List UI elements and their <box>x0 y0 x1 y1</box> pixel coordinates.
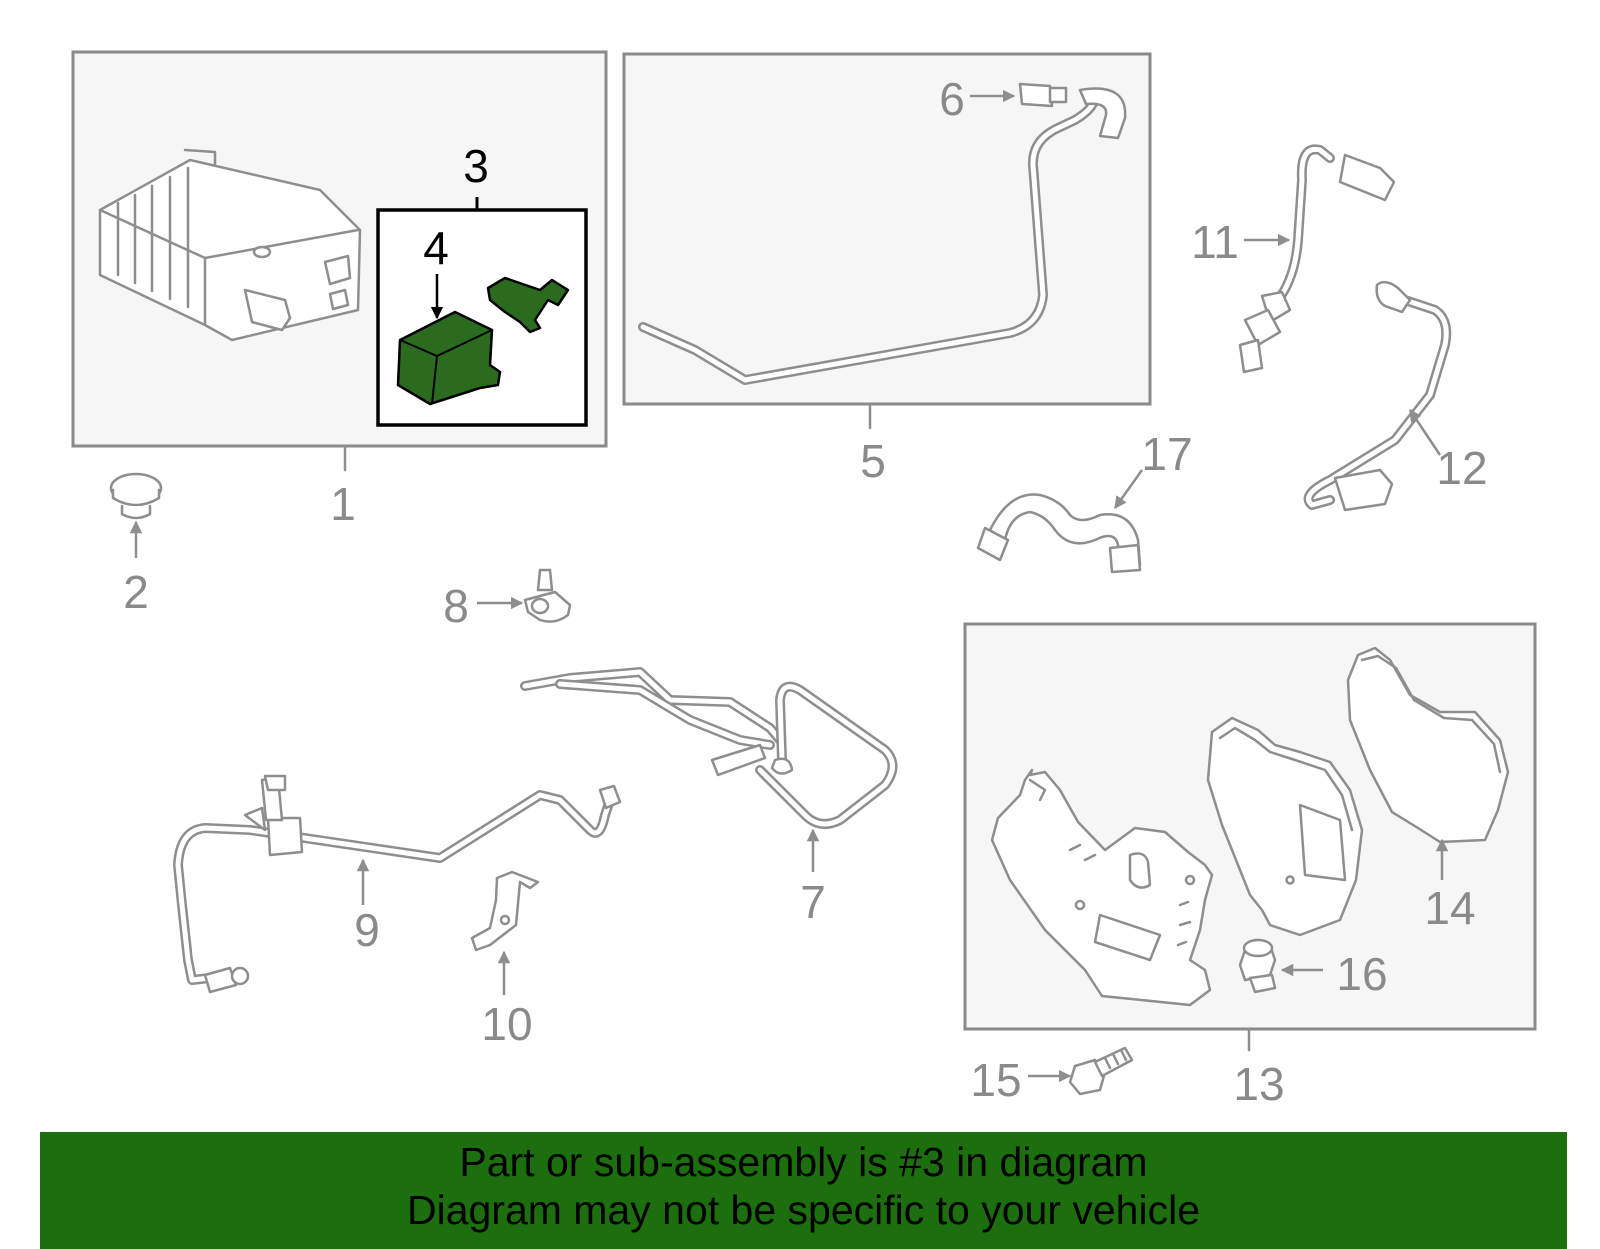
callout-10: 10 <box>481 998 532 1050</box>
tube-bracket-part-7[interactable] <box>520 667 898 829</box>
oxygen-sensor-part-11[interactable] <box>1238 144 1396 374</box>
tube-part-9[interactable] <box>173 774 622 994</box>
bolt-part-15[interactable] <box>1068 1046 1134 1096</box>
oxygen-sensor-part-12[interactable] <box>1303 280 1452 512</box>
callout-6: 6 <box>939 73 965 125</box>
valve-bracket-part[interactable] <box>486 276 570 334</box>
fitting-part-6[interactable] <box>1018 82 1068 108</box>
info-banner: Part or sub-assembly is #3 in diagram Di… <box>40 1132 1567 1249</box>
bracket-part-10[interactable] <box>470 870 540 952</box>
callout-15: 15 <box>970 1054 1021 1106</box>
grommet-part-2[interactable] <box>109 472 163 520</box>
callout-14: 14 <box>1424 882 1475 934</box>
heat-shield-middle-part[interactable] <box>1206 716 1364 937</box>
callout-2: 2 <box>123 566 149 618</box>
heat-shield-right-part[interactable] <box>1346 646 1510 844</box>
nut-part-16[interactable] <box>1238 938 1277 994</box>
callout-7: 7 <box>800 876 826 928</box>
vapor-tube-group <box>622 52 1152 430</box>
vapor-tube-frame <box>622 52 1152 406</box>
canister-assembly-group <box>71 50 608 472</box>
callout-11: 11 <box>1191 216 1239 268</box>
charcoal-canister-part <box>98 148 362 342</box>
banner-line-2: Diagram may not be specific to your vehi… <box>406 1187 1200 1233</box>
callout-9: 9 <box>354 904 380 956</box>
hose-part-17[interactable] <box>976 493 1142 574</box>
banner-line-1: Part or sub-assembly is #3 in diagram <box>459 1139 1148 1185</box>
callout-12: 12 <box>1436 442 1487 494</box>
callout-1: 1 <box>330 478 356 530</box>
callout-17: 17 <box>1141 428 1192 480</box>
callout-5: 5 <box>860 435 886 487</box>
callout-4: 4 <box>423 222 449 274</box>
callout-12-arrow <box>1408 408 1442 456</box>
heat-shield-left-part[interactable] <box>990 768 1214 1007</box>
valve-part-4[interactable] <box>396 310 502 406</box>
callout-16: 16 <box>1336 948 1387 1000</box>
callout-3: 3 <box>463 140 489 192</box>
callout-8: 8 <box>443 580 469 632</box>
callout-17-arrow <box>1113 469 1144 510</box>
callout-13: 13 <box>1233 1058 1284 1110</box>
clip-part-8[interactable] <box>523 568 572 623</box>
heat-shield-group <box>963 622 1537 1052</box>
